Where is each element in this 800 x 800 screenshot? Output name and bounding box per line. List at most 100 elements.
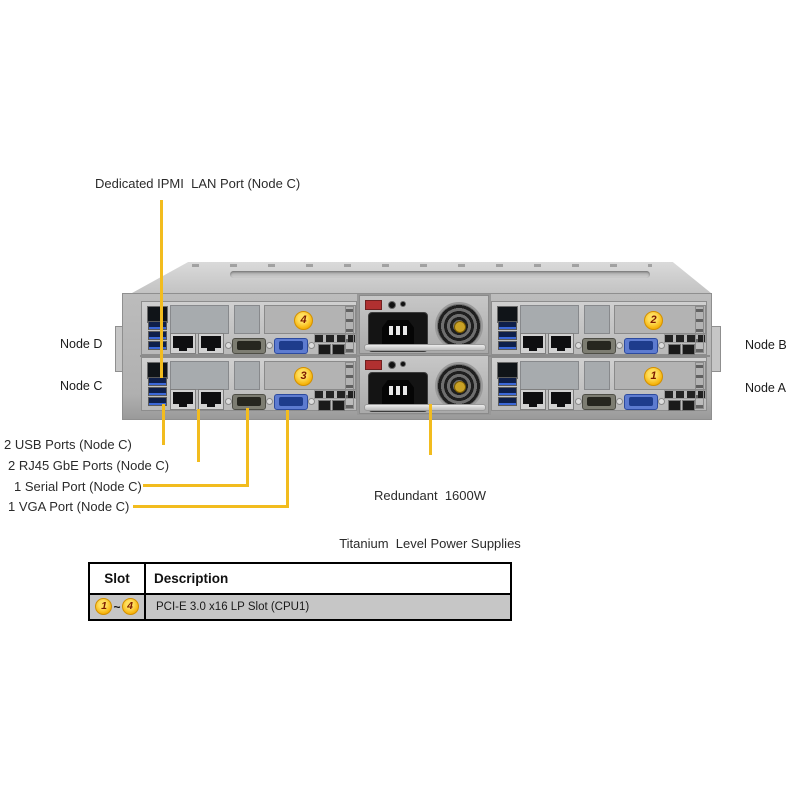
port-icon bbox=[332, 400, 345, 411]
port-icon bbox=[668, 344, 681, 355]
slot-badge-from: 1 bbox=[95, 598, 113, 616]
rj45-port-icon bbox=[548, 389, 574, 410]
rj45-port-icon bbox=[170, 389, 196, 410]
callout-line-serial-v bbox=[246, 408, 249, 487]
screw-icon bbox=[266, 398, 273, 405]
usb-port-icon bbox=[498, 341, 517, 350]
rj45-callout-label: 2 RJ45 GbE Ports (Node C) bbox=[8, 458, 170, 473]
screw-icon bbox=[616, 398, 623, 405]
node-label-a: Node A bbox=[745, 381, 787, 395]
rj45-port-icon bbox=[198, 389, 224, 410]
psu-led-icon bbox=[400, 301, 406, 307]
node-label-d: Node D bbox=[60, 337, 103, 351]
usb-port-icon bbox=[148, 387, 167, 396]
rj45-port-icon bbox=[520, 333, 546, 354]
node-latch bbox=[345, 362, 354, 409]
slot-number-badge: 4 bbox=[294, 311, 313, 330]
vent-grille bbox=[170, 305, 229, 334]
psu-fan-icon bbox=[435, 302, 483, 350]
vga-port-icon bbox=[274, 394, 308, 410]
port-icon bbox=[332, 344, 345, 355]
screw-icon bbox=[575, 342, 582, 349]
usb-port-icon bbox=[148, 341, 167, 350]
node-module-node-c: 3 bbox=[141, 357, 357, 411]
port-icon bbox=[318, 344, 331, 355]
screw-icon bbox=[225, 342, 232, 349]
usb-port-icon bbox=[148, 331, 167, 340]
slot-description-cell: PCI-E 3.0 x16 LP Slot (CPU1) bbox=[144, 593, 512, 621]
vent-grille bbox=[520, 361, 579, 390]
rj45-port-icon bbox=[198, 333, 224, 354]
vga-callout-label: 1 VGA Port (Node C) bbox=[8, 499, 130, 514]
lid-handle-groove bbox=[230, 271, 650, 278]
rj45-port-icon bbox=[520, 389, 546, 410]
vga-port-icon bbox=[624, 338, 658, 354]
slot-number-badge: 1 bbox=[644, 367, 663, 386]
power-supply-bottom bbox=[359, 355, 489, 414]
vent-grille bbox=[584, 361, 610, 390]
node-module-node-d: 4 bbox=[141, 301, 357, 355]
usb-port-icon bbox=[498, 387, 517, 396]
slot-table: Slot Description 1~4 PCI-E 3.0 x16 LP Sl… bbox=[88, 562, 512, 621]
serial-port-icon bbox=[582, 338, 616, 354]
node-label-c: Node C bbox=[60, 379, 103, 393]
callout-line-vga-h bbox=[133, 505, 289, 508]
psu-handle bbox=[364, 344, 486, 351]
callout-line-ipmi bbox=[160, 200, 163, 378]
screw-icon bbox=[308, 398, 315, 405]
rj45-port-icon bbox=[170, 333, 196, 354]
table-header-description: Description bbox=[144, 562, 512, 595]
usb-port-icon bbox=[498, 321, 517, 330]
node-module-node-b: 2 bbox=[491, 301, 707, 355]
vga-port-icon bbox=[624, 394, 658, 410]
node-latch bbox=[695, 362, 704, 409]
ipmi-lan-callout-label: Dedicated IPMI LAN Port (Node C) bbox=[95, 176, 301, 191]
table-header-row: Slot Description bbox=[88, 562, 512, 595]
node-latch bbox=[695, 306, 704, 353]
vent-grille bbox=[584, 305, 610, 334]
usb-port-icon bbox=[498, 377, 517, 386]
serial-callout-label: 1 Serial Port (Node C) bbox=[14, 479, 142, 494]
node-label-b: Node B bbox=[745, 338, 787, 352]
lid-screws bbox=[192, 264, 652, 267]
node-latch bbox=[345, 306, 354, 353]
vent-grille bbox=[234, 305, 260, 334]
callout-line-psu bbox=[429, 404, 432, 455]
vent-slots bbox=[664, 390, 706, 399]
usb-port-icon bbox=[148, 397, 167, 406]
serial-port-icon bbox=[582, 394, 616, 410]
slot-range-tilde: ~ bbox=[113, 599, 121, 614]
psu-callout-line2: Titanium Level Power Supplies bbox=[339, 536, 521, 551]
port-icon bbox=[682, 344, 695, 355]
port-icon bbox=[318, 400, 331, 411]
slot-badge-to: 4 bbox=[121, 598, 139, 616]
usb-callout-label: 2 USB Ports (Node C) bbox=[4, 437, 132, 452]
table-row: 1~4 PCI-E 3.0 x16 LP Slot (CPU1) bbox=[88, 593, 512, 621]
usb-port-icon bbox=[498, 331, 517, 340]
power-supply-top bbox=[359, 295, 489, 354]
psu-fan-icon bbox=[435, 362, 483, 410]
slot-range-cell: 1~4 bbox=[88, 593, 146, 621]
psu-warning-label bbox=[365, 300, 382, 310]
screw-icon bbox=[658, 398, 665, 405]
screw-icon bbox=[658, 342, 665, 349]
vent-grille bbox=[170, 361, 229, 390]
vga-port-icon bbox=[274, 338, 308, 354]
slot-number-badge: 3 bbox=[294, 367, 313, 386]
callout-line-rj45 bbox=[197, 409, 200, 462]
screw-icon bbox=[616, 342, 623, 349]
callout-line-vga-v bbox=[286, 410, 289, 508]
usb-port-icon bbox=[148, 377, 167, 386]
chassis-top-cover bbox=[132, 262, 711, 293]
psu-callout-label: Redundant 1600W Titanium Level Power Sup… bbox=[330, 456, 530, 584]
callout-line-usb bbox=[162, 404, 165, 445]
slot-number-badge: 2 bbox=[644, 311, 663, 330]
port-icon bbox=[668, 400, 681, 411]
usb-port-icon bbox=[148, 321, 167, 330]
screw-icon bbox=[225, 398, 232, 405]
psu-led-icon bbox=[400, 361, 406, 367]
table-header-slot: Slot bbox=[88, 562, 146, 595]
screw-icon bbox=[308, 342, 315, 349]
vent-slots bbox=[314, 390, 356, 399]
rj45-port-icon bbox=[548, 333, 574, 354]
